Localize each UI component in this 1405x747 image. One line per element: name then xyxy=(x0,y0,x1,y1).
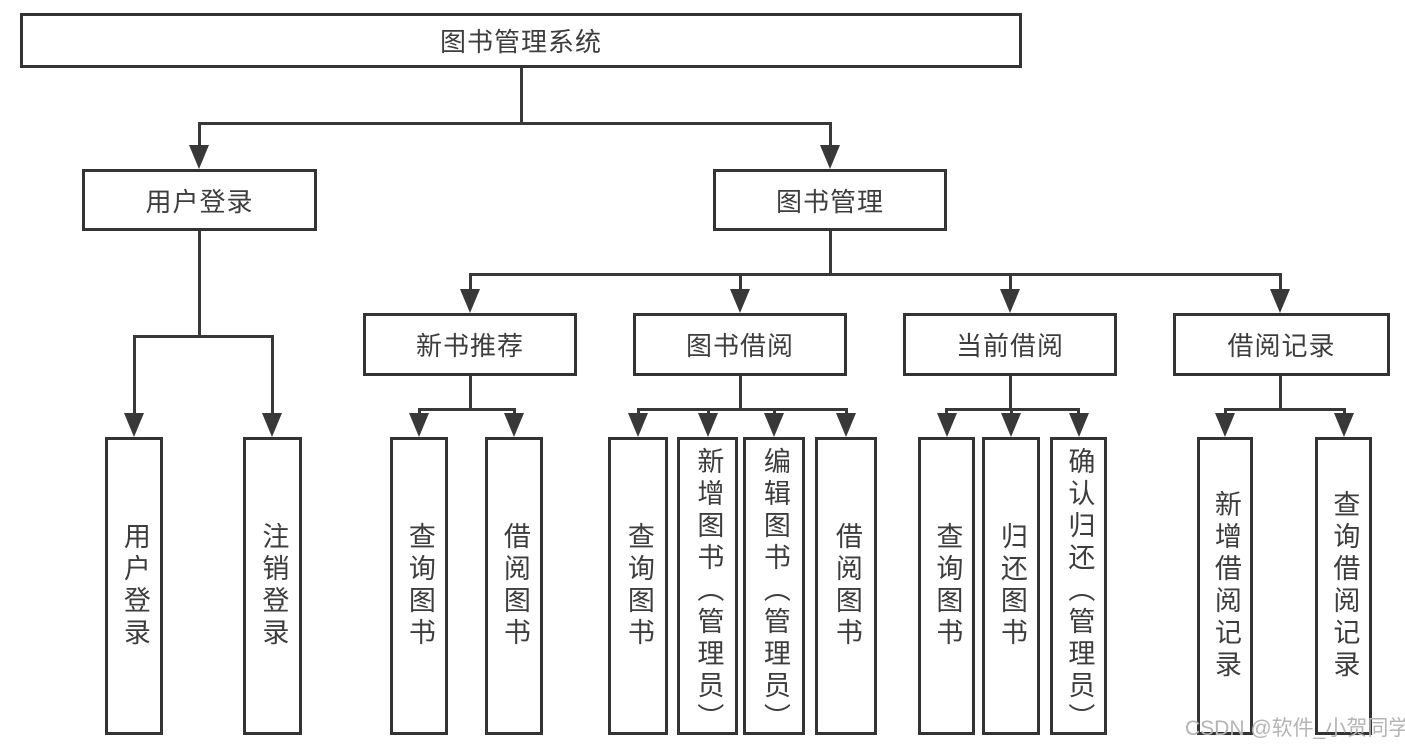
node-label: 借阅记录 xyxy=(1227,331,1336,361)
connector-line xyxy=(828,231,832,273)
node-label: 用户登录 xyxy=(145,186,254,217)
connector-line xyxy=(468,376,472,408)
arrowhead-down xyxy=(764,413,784,437)
leaf-label: 查询图书 xyxy=(404,522,435,650)
connector-line xyxy=(468,273,1282,276)
leaf-add-books-admin: 新增图书（管理员） xyxy=(677,437,738,735)
leaf-user-login: 用户登录 xyxy=(105,437,163,735)
leaf-query-books-newbook: 查询图书 xyxy=(390,437,448,735)
arrowhead-down xyxy=(504,413,524,437)
leaf-label: 编辑图书（管理员） xyxy=(759,447,790,735)
node-label: 当前借阅 xyxy=(955,331,1064,361)
connector-line xyxy=(197,122,832,125)
connector-line xyxy=(197,122,201,149)
arrowhead-down xyxy=(409,413,429,437)
arrowhead-down xyxy=(1215,413,1235,437)
connector-line xyxy=(519,68,523,122)
leaf-label: 用户登录 xyxy=(119,522,150,650)
connector-line xyxy=(1278,273,1282,293)
leaf-label: 查询借阅记录 xyxy=(1329,490,1360,682)
arrowhead-down xyxy=(820,145,840,169)
arrowhead-down xyxy=(698,413,718,437)
connector-line xyxy=(197,231,201,335)
arrowhead-down xyxy=(730,289,750,313)
arrowhead-down xyxy=(1334,413,1354,437)
node-root-library-system: 图书管理系统 xyxy=(20,13,1022,68)
leaf-query-books-borrowing: 查询图书 xyxy=(608,437,668,735)
node-label: 图书借阅 xyxy=(685,331,794,361)
connector-line xyxy=(1008,376,1012,408)
connector-line xyxy=(270,335,274,417)
connector-line xyxy=(945,408,1080,411)
leaf-label: 借阅图书 xyxy=(831,522,862,650)
leaf-label: 借阅图书 xyxy=(499,522,530,650)
connector-line xyxy=(132,335,274,338)
arrowhead-down xyxy=(1068,413,1089,437)
leaf-add-borrow-record: 新增借阅记录 xyxy=(1197,437,1253,735)
node-label: 图书管理 xyxy=(775,186,884,217)
connector-line xyxy=(417,408,516,411)
arrowhead-down xyxy=(124,413,144,437)
arrowhead-down xyxy=(628,413,648,437)
connector-line xyxy=(738,273,742,293)
node-borrowing-records: 借阅记录 xyxy=(1173,313,1390,376)
node-new-book-recommend: 新书推荐 xyxy=(363,313,577,376)
arrowhead-down xyxy=(189,145,209,169)
leaf-label: 归还图书 xyxy=(996,522,1027,650)
leaf-logout: 注销登录 xyxy=(243,437,302,735)
leaf-label: 查询图书 xyxy=(623,522,654,650)
connector-line xyxy=(132,335,136,417)
node-book-management: 图书管理 xyxy=(713,169,947,231)
arrowhead-down xyxy=(1001,413,1021,437)
leaf-label: 新增借阅记录 xyxy=(1210,490,1241,682)
arrowhead-down xyxy=(460,289,480,313)
connector-line xyxy=(1223,408,1346,411)
connector-line xyxy=(828,122,832,149)
leaf-label: 确认归还（管理员） xyxy=(1064,447,1095,735)
connector-line xyxy=(468,273,472,293)
node-label: 图书管理系统 xyxy=(439,27,602,57)
arrowhead-down xyxy=(1270,289,1290,313)
arrowhead-down xyxy=(262,413,282,437)
leaf-borrow-books-newbook: 借阅图书 xyxy=(485,437,543,735)
node-label: 新书推荐 xyxy=(415,331,524,361)
leaf-borrow-books-borrowing: 借阅图书 xyxy=(815,437,877,735)
leaf-return-books: 归还图书 xyxy=(982,437,1040,735)
connector-line xyxy=(738,376,742,408)
leaf-edit-books-admin: 编辑图书（管理员） xyxy=(743,437,805,735)
arrowhead-down xyxy=(1000,289,1020,313)
leaf-label: 新增图书（管理员） xyxy=(693,447,724,735)
leaf-query-books-current: 查询图书 xyxy=(918,437,975,735)
leaf-query-borrow-record: 查询借阅记录 xyxy=(1315,437,1372,735)
connector-line xyxy=(1008,273,1012,293)
leaf-label: 注销登录 xyxy=(258,522,289,650)
connector-line xyxy=(636,408,848,411)
node-current-borrowing: 当前借阅 xyxy=(903,313,1117,376)
leaf-label: 查询图书 xyxy=(932,522,963,650)
node-user-login: 用户登录 xyxy=(82,169,317,231)
csdn-watermark: CSDN @软件_小贺同学 xyxy=(1185,717,1405,740)
arrowhead-down xyxy=(936,413,957,437)
node-book-borrowing: 图书借阅 xyxy=(633,313,847,376)
leaf-confirm-return-admin: 确认归还（管理员） xyxy=(1050,437,1107,735)
arrowhead-down xyxy=(836,413,856,437)
connector-line xyxy=(1278,376,1282,408)
